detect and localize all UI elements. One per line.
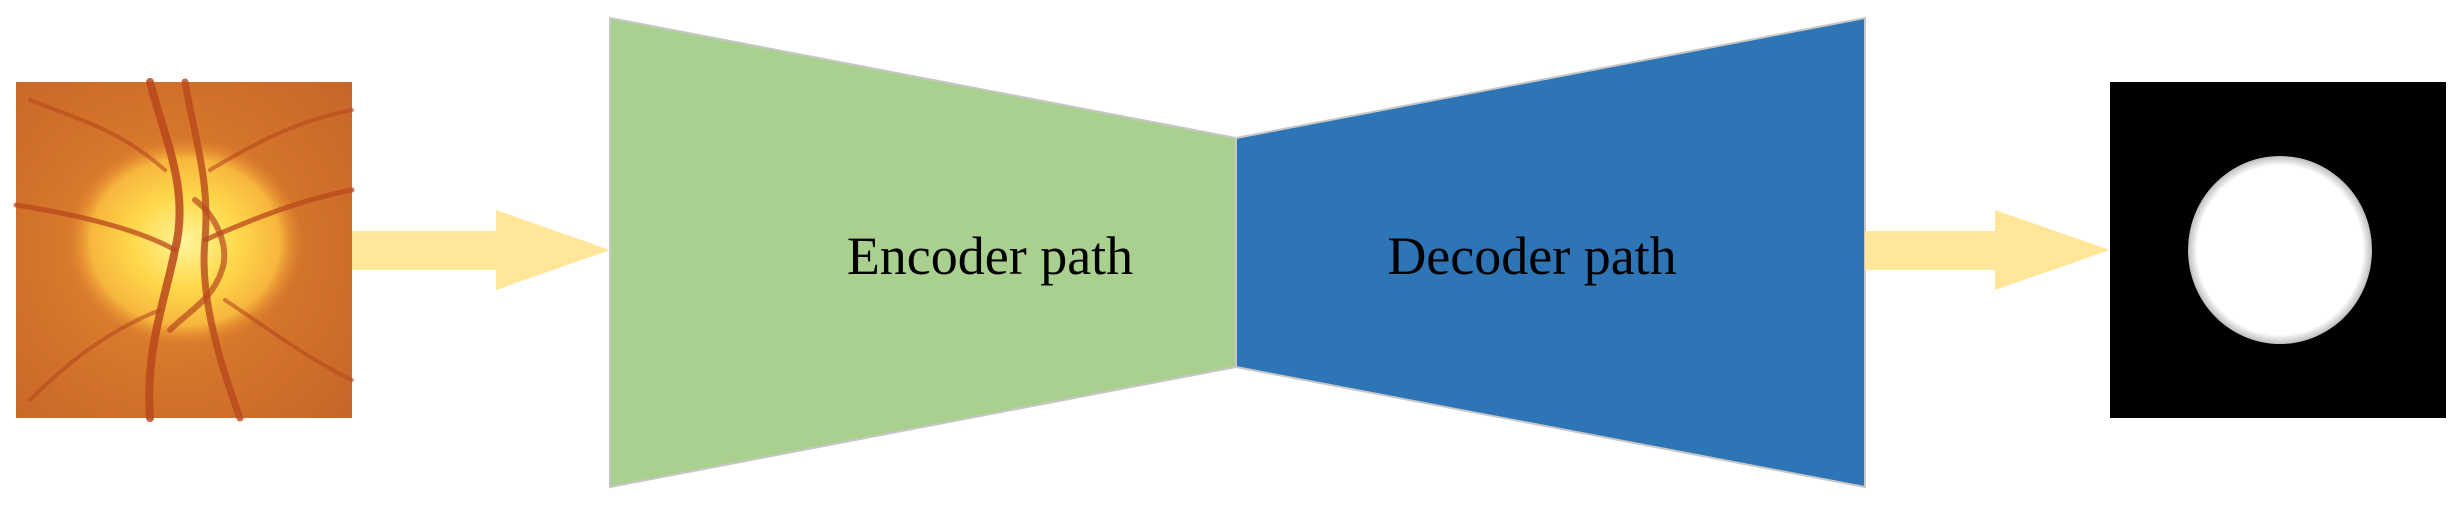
encoder-label: Encoder path — [847, 226, 1133, 286]
optic-disc — [67, 138, 303, 346]
input-arrow — [352, 210, 610, 290]
mask-disc — [2188, 156, 2372, 344]
decoder-label: Decoder path — [1387, 226, 1676, 286]
retinal-vessels — [13, 78, 355, 422]
output-arrow — [1865, 210, 2110, 290]
output-segmentation-mask — [2110, 82, 2446, 418]
decoder-block — [1235, 16, 1866, 489]
input-fundus-image — [13, 78, 355, 422]
